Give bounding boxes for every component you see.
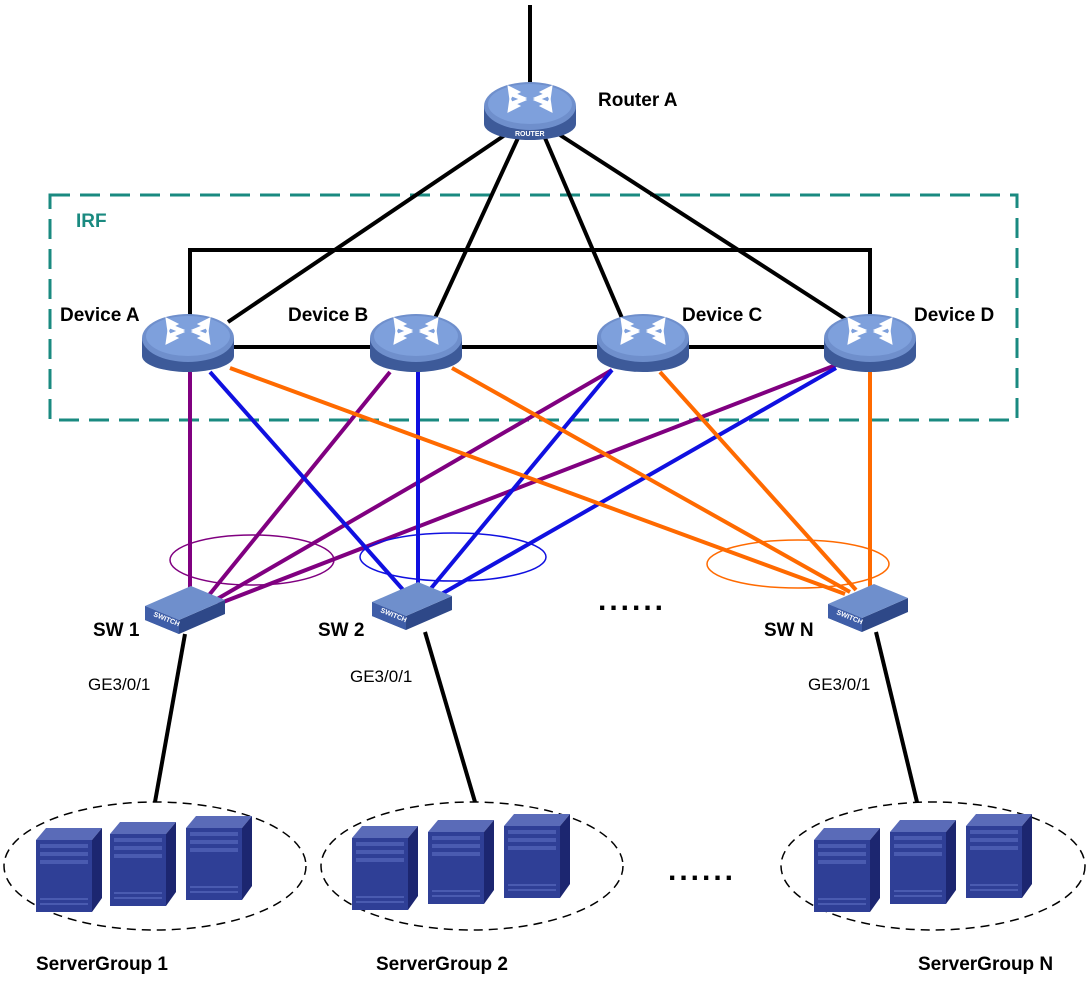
server-group-label: ServerGroup 2: [376, 954, 508, 975]
server-icon: [352, 826, 418, 910]
server-icon: [966, 814, 1032, 898]
switch-port: GE3/0/1: [808, 675, 870, 694]
device-label: Device C: [682, 305, 763, 326]
device-d: Device D: [824, 305, 994, 372]
blue-links: [208, 366, 837, 598]
core-switch-icon: [370, 314, 462, 372]
aggregation-ring-swn: [706, 539, 890, 589]
core-switch-icon: [597, 314, 689, 372]
switch-label: SW 1: [93, 620, 140, 641]
server-icon: [428, 820, 494, 904]
orange-links: [229, 366, 872, 596]
server-icon: [110, 822, 176, 906]
server-icon: [186, 816, 252, 900]
switch-swn: SWITCH SW N GE3/0/1: [764, 584, 908, 694]
switch-label: SW N: [764, 620, 814, 641]
device-b: Device B: [288, 305, 462, 372]
irf-label: IRF: [76, 211, 107, 232]
server-group-1: ServerGroup 1: [3, 801, 307, 975]
switch-port: GE3/0/1: [350, 667, 412, 686]
irf-box: [48, 193, 1019, 422]
aggregation-ring-sw2: [359, 532, 547, 582]
switch-ellipsis: ......: [598, 584, 666, 617]
server-group-2: ServerGroup 2: [320, 801, 624, 975]
core-switch-icon: [824, 314, 916, 372]
switch-icon: SWITCH: [145, 586, 225, 634]
switch-icon: SWITCH: [372, 582, 452, 630]
server-ellipsis: ......: [668, 854, 736, 887]
server-group-label: ServerGroup N: [918, 954, 1053, 975]
router-icon: ROUTER: [484, 82, 576, 140]
server-group-boundary: [3, 801, 307, 931]
device-label: Device D: [914, 305, 994, 326]
purple-links: [188, 363, 837, 606]
switch-label: SW 2: [318, 620, 364, 641]
server-group-label: ServerGroup 1: [36, 954, 168, 975]
device-label: Device B: [288, 305, 368, 326]
switch-sw2: SWITCH SW 2 GE3/0/1: [318, 582, 452, 686]
server-group-n: ServerGroup N: [780, 801, 1086, 975]
core-switch-icon: [142, 314, 234, 372]
irf-ring-links: [188, 248, 872, 349]
device-a: Device A: [60, 305, 234, 372]
device-c: Device C: [597, 305, 763, 372]
server-icon: [36, 828, 102, 912]
router-label: Router A: [598, 90, 678, 111]
server-group-boundary: [320, 801, 624, 931]
server-downlinks: [153, 631, 919, 803]
switch-sw1: SWITCH SW 1 GE3/0/1: [88, 586, 225, 694]
switch-port: GE3/0/1: [88, 675, 150, 694]
router-caption: ROUTER: [515, 131, 545, 138]
server-icon: [504, 814, 570, 898]
switch-icon: SWITCH: [828, 584, 908, 632]
server-icon: [890, 820, 956, 904]
router-links: [226, 133, 852, 324]
device-label: Device A: [60, 305, 140, 326]
router-a: ROUTER Router A: [484, 82, 678, 140]
server-icon: [814, 828, 880, 912]
server-group-boundary: [780, 801, 1086, 931]
aggregation-ring-sw1: [169, 534, 335, 586]
